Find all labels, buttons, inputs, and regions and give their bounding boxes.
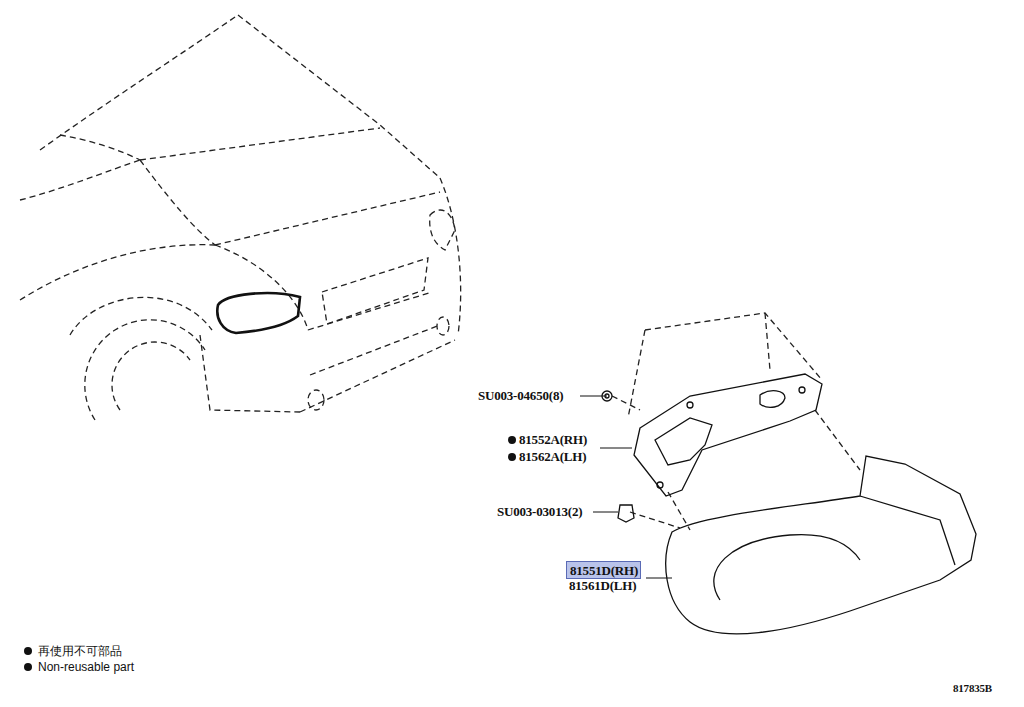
part-number: 81562A(LH): [519, 450, 586, 464]
illustration-number: 817835B: [953, 681, 992, 695]
part-number: 81561D(LH): [569, 579, 636, 593]
legend-text: Non-reusable part: [38, 660, 134, 674]
part-number: SU003-03013(2): [497, 505, 582, 519]
part-number: 81551D(RH): [570, 564, 637, 578]
part-number: SU003-04650(8): [478, 389, 563, 403]
highlight-box: 81551D(RH): [566, 561, 641, 579]
part-number: 81552A(RH): [519, 433, 587, 447]
legend-text: 再使用不可部品: [38, 644, 122, 658]
